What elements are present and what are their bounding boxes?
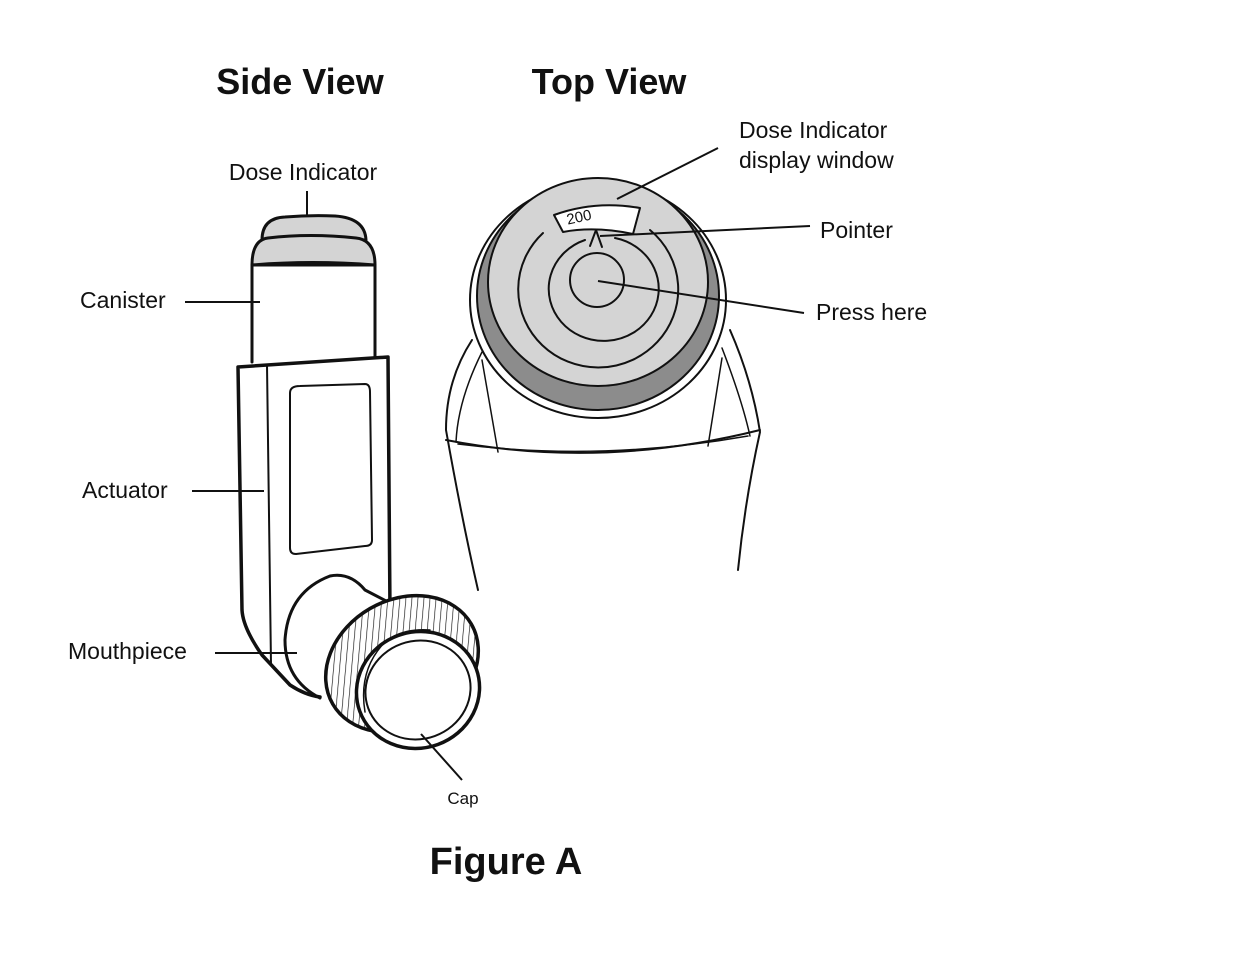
dose-window [553, 204, 641, 235]
side-view-heading: Side View [216, 61, 384, 102]
actuator-window [289, 383, 373, 555]
dose-indicator-label: Dose Indicator [229, 159, 378, 185]
press-here-leader [597, 280, 805, 314]
top-view-heading: Top View [532, 61, 688, 102]
top-arc-middle [547, 237, 660, 342]
cap-highlight [362, 629, 431, 713]
window-label-line1: Dose Indicator [739, 117, 888, 143]
top-body-slope [481, 357, 723, 453]
dose-indicator-band [250, 234, 377, 267]
top-arc-inner [569, 252, 625, 308]
cap-leader [420, 733, 463, 781]
top-arc-outer [517, 229, 680, 369]
top-body-outer [445, 329, 761, 591]
top-view-inhaler [445, 177, 761, 591]
window-label-line2: display window [739, 147, 894, 173]
mouthpiece-tube [283, 573, 390, 700]
dose-count: 200 [565, 207, 593, 229]
pointer-label: Pointer [820, 217, 893, 243]
side-view-leaders [185, 191, 463, 781]
canister-label: Canister [80, 287, 166, 313]
canister-body [250, 261, 377, 364]
top-body-inner [455, 347, 751, 453]
press-here-label: Press here [816, 299, 927, 325]
dose-indicator-top [260, 214, 368, 242]
side-view-inhaler [236, 214, 482, 751]
mouthpiece-label: Mouthpiece [68, 638, 187, 664]
cap-face [354, 629, 482, 751]
figure-caption: Figure A [430, 841, 583, 883]
pointer-leader [599, 225, 811, 237]
actuator-body [236, 355, 392, 699]
top-view-leaders [597, 147, 811, 314]
window-leader [616, 147, 719, 200]
actuator-inner-edge [266, 364, 272, 666]
actuator-label: Actuator [82, 477, 168, 503]
cap-face-inner [364, 639, 472, 741]
cap-label: Cap [447, 789, 478, 808]
